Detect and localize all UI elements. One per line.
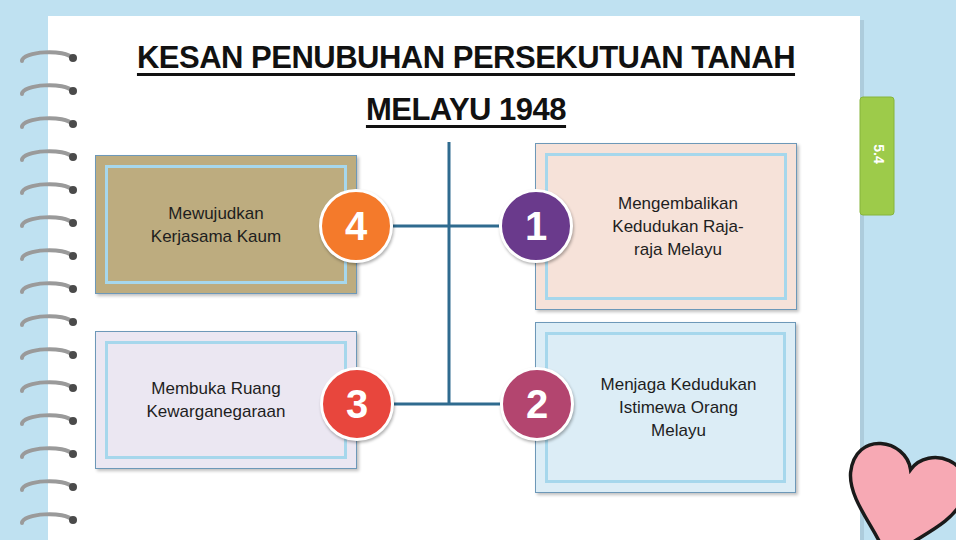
callout-number: 2 [500,367,574,441]
callout-number: 4 [319,189,393,263]
spiral-ring [22,514,72,523]
binding-hole [69,87,77,95]
binding-hole [69,120,77,128]
effect-box: Membuka Ruang Kewarganegaraan [95,331,357,469]
binding-hole [69,54,77,62]
spiral-ring [22,52,72,61]
spiral-ring [22,184,72,193]
spiral-ring [22,382,72,391]
notebook-page [48,16,860,540]
callout-number: 1 [499,189,573,263]
binding-hole [69,483,77,491]
spiral-ring [22,151,72,160]
spiral-ring [22,481,72,490]
binding-hole [69,252,77,260]
effect-text: Mewujudkan Kerjasama Kaum [141,202,291,248]
spiral-ring [22,448,72,457]
binding-hole [69,285,77,293]
spiral-binding [22,52,77,524]
binding-hole [69,318,77,326]
effect-box: Mewujudkan Kerjasama Kaum [95,155,357,294]
binding-hole [69,219,77,227]
heart-sticker [832,438,956,540]
effect-box: Menjaga Kedudukan Istimewa Orang Melayu [535,322,796,493]
spiral-ring [22,415,72,424]
binding-hole [69,351,77,359]
section-number: 5.4 [871,145,887,164]
spiral-ring [22,316,72,325]
spiral-ring [22,118,72,127]
spiral-ring [22,283,72,292]
spiral-ring [22,250,72,259]
binding-hole [69,186,77,194]
spiral-ring [22,85,72,94]
number-text: 1 [525,206,547,246]
connector-line [393,225,499,228]
binding-hole [69,516,77,524]
spiral-ring [22,217,72,226]
diagram-title: KESAN PENUBUHAN PERSEKUTUAN TANAH MELAYU… [106,32,826,136]
effect-box: Mengembalikan Kedudukan Raja-raja Melayu [535,143,797,310]
effect-text: Menjaga Kedudukan Istimewa Orang Melayu [593,373,765,442]
page-tab [860,97,894,215]
binding-hole [69,153,77,161]
number-text: 2 [526,384,548,424]
effect-text: Mengembalikan Kedudukan Raja-raja Melayu [603,192,753,261]
number-text: 4 [345,206,367,246]
connector-line [394,403,500,406]
spiral-ring [22,349,72,358]
binding-hole [69,450,77,458]
number-text: 3 [346,384,368,424]
binding-hole [69,417,77,425]
binding-hole [69,384,77,392]
effect-text: Membuka Ruang Kewarganegaraan [140,377,292,423]
trunk-line [448,142,451,404]
callout-number: 3 [320,367,394,441]
